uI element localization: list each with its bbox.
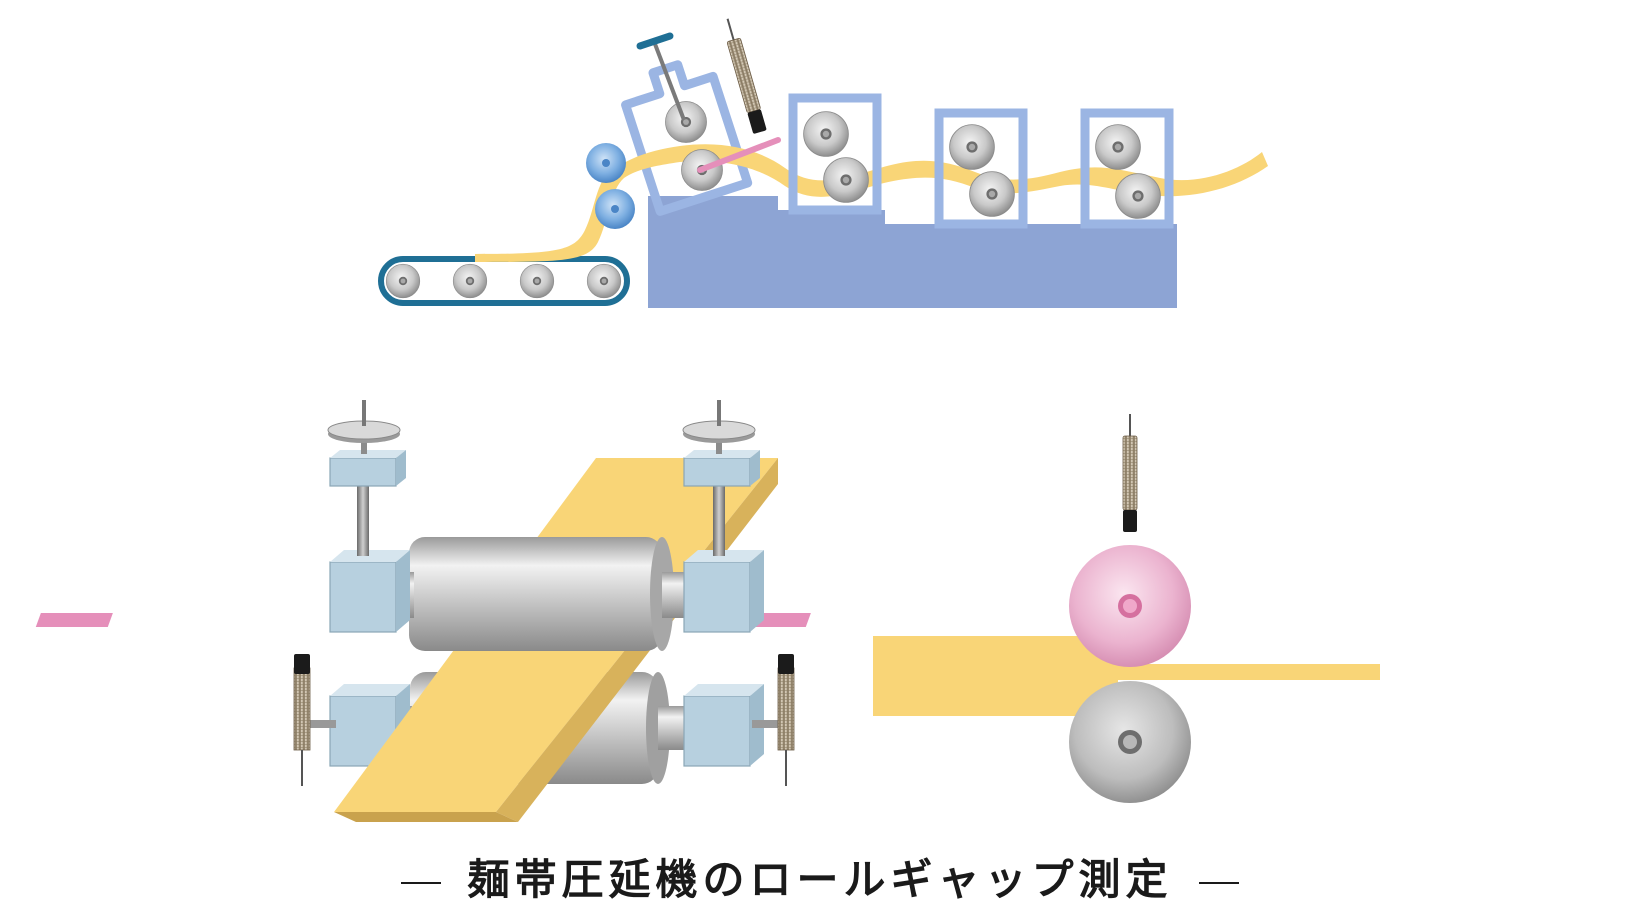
first-stand	[621, 60, 753, 216]
top-block-right	[683, 450, 760, 487]
caption-text: 麺帯圧延機のロールギャップ測定	[467, 855, 1173, 904]
upper-roll-target	[1069, 545, 1191, 667]
sensor-icon	[752, 654, 795, 786]
roll-icon	[586, 263, 622, 299]
upper-housing-left	[329, 550, 410, 633]
roll-icon	[949, 124, 995, 170]
roll-icon	[823, 157, 869, 203]
dough-band-line	[475, 144, 1268, 262]
roll-icon	[1095, 124, 1141, 170]
roll-icon	[665, 101, 707, 143]
conveyor	[378, 256, 630, 306]
stand-2	[788, 93, 882, 215]
caption-dash-right	[1198, 881, 1239, 884]
sensor-icon	[293, 654, 336, 786]
screw-rod-left	[357, 484, 369, 556]
roll-icon	[969, 171, 1015, 217]
roll-icon	[385, 263, 421, 299]
target-strip-left	[35, 613, 113, 627]
upper-housing-right	[683, 550, 764, 633]
caption-dash-left	[401, 881, 442, 884]
top-block-left	[329, 450, 406, 487]
roll-stand-perspective	[35, 400, 811, 822]
machine-base	[648, 196, 1177, 308]
handwheel-icon	[327, 400, 401, 454]
lower-roll-side	[1069, 681, 1191, 803]
handwheel-icon	[636, 32, 686, 121]
roll-icon	[803, 111, 849, 157]
sensor-icon	[1122, 414, 1138, 533]
dough-sheet-in	[873, 636, 1118, 716]
gap-side-view	[873, 414, 1380, 803]
line-overview	[378, 15, 1268, 308]
stand-4	[1080, 108, 1174, 229]
upper-roll	[392, 537, 690, 651]
roll-icon	[519, 263, 555, 299]
stand-3	[934, 108, 1028, 229]
roll-icon	[1115, 173, 1161, 219]
handwheel-icon	[682, 400, 756, 454]
screw-rod-right	[713, 484, 725, 556]
target-bar	[697, 137, 781, 173]
lower-housing-right	[683, 684, 764, 767]
roll-icon	[452, 263, 488, 299]
diagram-caption: 麺帯圧延機のロールギャップ測定	[0, 850, 1640, 910]
dough-sheet-out	[1118, 664, 1380, 680]
